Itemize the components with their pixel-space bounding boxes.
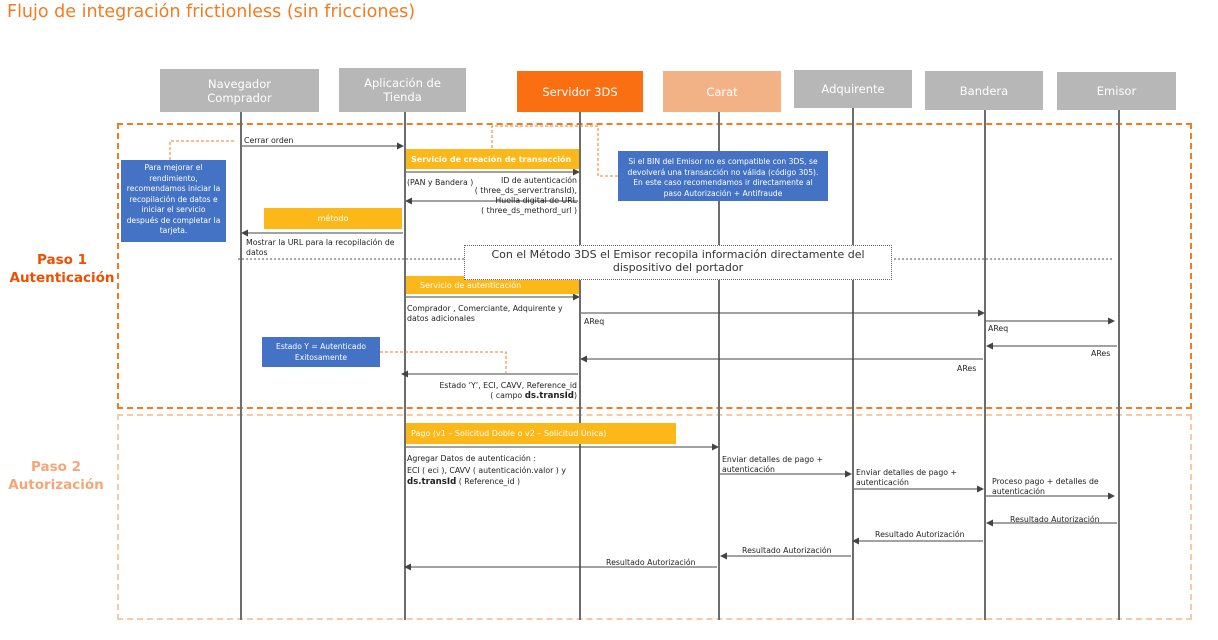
msg-enviar-carat-1: Enviar detalles de pago + [722, 455, 824, 464]
msg-ares-1: ARes [1091, 349, 1111, 358]
msg-comprador-2: datos adicionales [407, 314, 475, 323]
bar-autenticacion: Servicio de autenticación [406, 276, 579, 294]
note-rendimiento: Para mejorar el rendimiento, recomendamo… [121, 160, 226, 242]
actor-bandera: Bandera [925, 71, 1043, 110]
msg-resultado-emisor: Resultado Autorización [1010, 515, 1100, 524]
lifeline-tienda [404, 112, 406, 620]
bar-pago: Pago (v1 – Solicitud Doble o v2 – Solici… [406, 423, 676, 444]
msg-agregar-3b: ( Reference_id ) [456, 477, 521, 486]
msg-id-auth: ID de autenticación ( three_ds_server.tr… [470, 176, 577, 216]
msg-mostrar-url: Mostrar la URL para la recopilación de d… [246, 238, 395, 258]
actor-servidor3ds-label: Servidor 3DS [542, 84, 618, 99]
step1-label: Paso 1 Autenticación [6, 251, 118, 287]
msg-id-auth-2: ( three_ds_server.transId), [474, 186, 577, 195]
actor-bandera-label: Bandera [959, 83, 1009, 98]
msg-ares-2: ARes [957, 364, 977, 373]
actor-carat: Carat [663, 71, 781, 112]
msg-cerrar-orden: Cerrar orden [244, 136, 294, 145]
note-bin: Si el BIN del Emisor no es compatible co… [618, 151, 828, 201]
lifeline-adquirente [852, 108, 854, 620]
connector-bin [491, 125, 618, 177]
note-rendimiento-text: Para mejorar el rendimiento, recomendamo… [126, 163, 221, 235]
msg-estado-1: Estado ‘Y’, ECI, CAVV, Reference_id [439, 381, 577, 390]
lifeline-navegador [240, 112, 242, 620]
msg-resultado-adq: Resultado Autorización [742, 546, 832, 555]
msg-comprador: Comprador , Comerciante, Adquirente y da… [407, 304, 563, 324]
msg-proceso-1: Proceso pago + detalles de [992, 477, 1099, 486]
actor-emisor: Emisor [1057, 72, 1176, 110]
msg-enviar-carat: Enviar detalles de pago + autenticación [722, 455, 823, 475]
bar-creacion: Servicio de creación de transacción [406, 149, 579, 169]
step2-line2: Autorización [8, 477, 104, 493]
msg-agregar: Agregar Datos de autenticación : ECI ( e… [407, 453, 566, 489]
msg-id-auth-3: Huella digital de URL [495, 196, 577, 205]
step1-line1: Paso 1 [36, 252, 88, 268]
actor-servidor3ds: Servidor 3DS [517, 71, 643, 112]
msg-comprador-1: Comprador , Comerciante, Adquirente y [407, 304, 563, 313]
msg-mostrar-url-1: Mostrar la URL para la recopilación de [246, 238, 395, 247]
msg-agregar-1: Agregar Datos de autenticación : [407, 454, 536, 463]
msg-proceso: Proceso pago + detalles de autenticación [992, 477, 1099, 497]
msg-agregar-3a: ds.transId [407, 477, 457, 487]
actor-carat-label: Carat [706, 84, 738, 99]
msg-resultado-bandera: Resultado Autorización [875, 530, 965, 539]
msg-agregar-2: ECI ( eci ), CAVV ( autenticación.valor … [407, 465, 566, 475]
msg-estado-2: ( campo ds.transId) [420, 391, 577, 401]
msg-estado: Estado ‘Y’, ECI, CAVV, Reference_id ( ca… [420, 381, 577, 401]
msg-pan-bandera: (PAN y Bandera ) [407, 178, 474, 187]
step2-region [117, 414, 1192, 620]
actor-adquirente-label: Adquirente [821, 82, 885, 96]
msg-agregar-3: ds.transId ( Reference_id ) [407, 476, 566, 489]
msg-enviar-adq-1: Enviar detalles de pago + [856, 468, 958, 477]
msg-resultado-carat: Resultado Autorización [606, 558, 696, 567]
note-bin-text: Si el BIN del Emisor no es compatible co… [627, 157, 819, 198]
msg-enviar-carat-2: autenticación [722, 465, 775, 474]
note-estado-y-text: Estado Y = Autenticado Exitosamente [276, 342, 366, 362]
connector-rendimiento [169, 140, 236, 160]
msg-areq-2: AReq [988, 324, 1009, 333]
note-connectors [169, 125, 618, 373]
msg-enviar-adq: Enviar detalles de pago + autenticación [856, 468, 957, 488]
msg-proceso-2: autenticación [992, 487, 1045, 496]
msg-areq-1: AReq [584, 317, 605, 326]
lifeline-emisor [1118, 110, 1120, 620]
msg-estado-2b: ds.transId [524, 391, 574, 401]
step2-label: Paso 2 Autorización [6, 458, 106, 494]
msg-estado-2c: ) [573, 391, 577, 400]
lifeline-carat [718, 112, 720, 620]
step1-region [117, 123, 1192, 409]
diagram-title: Flujo de integración frictionless (sin f… [7, 2, 416, 22]
lifeline-bandera [984, 110, 986, 620]
step1-line2: Autenticación [9, 270, 115, 286]
lifeline-servidor3ds [579, 112, 581, 620]
actor-emisor-label: Emisor [1096, 84, 1137, 98]
msg-id-auth-1: ID de autenticación [501, 176, 577, 185]
connector-estado [380, 351, 507, 373]
msg-enviar-adq-2: autenticación [856, 478, 909, 487]
bar-metodo: método [264, 208, 402, 229]
note-metodo-3ds: Con el Método 3DS el Emisor recopila inf… [464, 245, 892, 280]
msg-id-auth-4: ( three_ds_methord_url ) [481, 206, 577, 215]
msg-mostrar-url-2: datos [246, 248, 268, 257]
actor-adquirente: Adquirente [794, 70, 912, 108]
note-metodo-3ds-text: Con el Método 3DS el Emisor recopila inf… [491, 248, 865, 274]
note-estado-y: Estado Y = Autenticado Exitosamente [262, 337, 380, 367]
msg-estado-2a: ( campo [490, 391, 525, 400]
step2-line1: Paso 2 [30, 459, 82, 475]
